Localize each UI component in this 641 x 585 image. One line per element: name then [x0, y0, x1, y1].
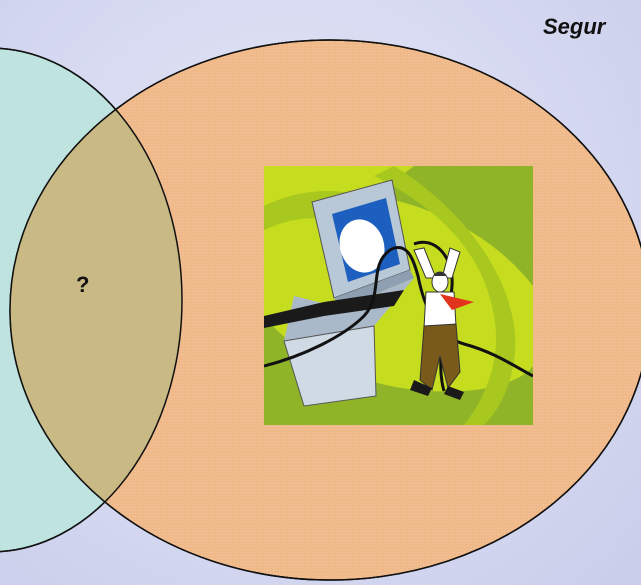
- right-circle-outline: [9, 39, 641, 581]
- left-circle-outline: [0, 47, 183, 553]
- slide-title: Segur: [543, 14, 606, 39]
- man-wrestling-computer-cable-icon: [264, 166, 533, 425]
- intersection-label: ?: [76, 272, 90, 297]
